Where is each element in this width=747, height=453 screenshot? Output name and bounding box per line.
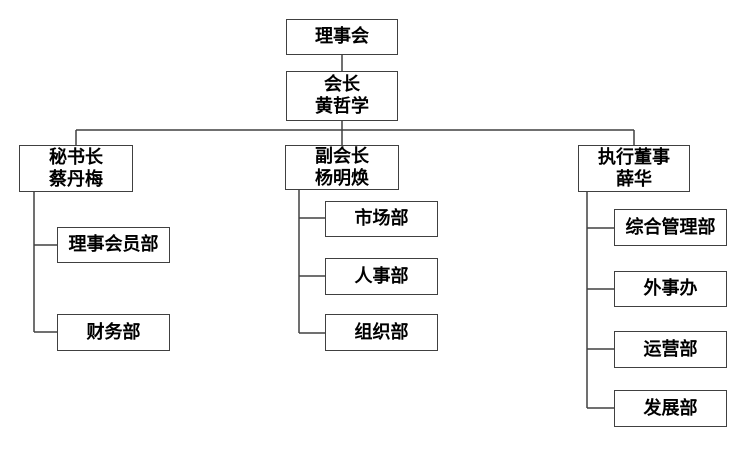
department-label: 外事办 [643, 278, 698, 299]
department-label: 发展部 [643, 397, 698, 419]
president-name: 黄哲学 [315, 96, 369, 117]
department-label: 财务部 [86, 321, 141, 343]
board-node: 理事会 [286, 19, 398, 55]
department-node: 财务部 [57, 314, 170, 351]
department-node: 市场部 [325, 201, 438, 237]
department-node: 运营部 [614, 331, 727, 368]
department-label: 综合管理部 [625, 216, 716, 238]
department-label: 人事部 [354, 265, 409, 287]
department-label: 组织部 [354, 321, 409, 343]
executive-director-title: 执行董事 [598, 146, 670, 168]
executive-director-name: 薛华 [616, 168, 652, 190]
secretary-general-name: 蔡丹梅 [49, 168, 103, 190]
secretary-general-node: 秘书长 蔡丹梅 [19, 145, 133, 192]
president-title: 会长 [324, 74, 360, 95]
department-node: 理事会员部 [57, 227, 170, 263]
secretary-general-title: 秘书长 [49, 146, 103, 168]
vice-president-name: 杨明焕 [315, 167, 369, 189]
department-node: 人事部 [325, 258, 438, 295]
department-label: 运营部 [643, 338, 698, 360]
department-label: 理事会员部 [68, 234, 159, 255]
vice-president-title: 副会长 [315, 145, 369, 167]
department-node: 组织部 [325, 314, 438, 351]
board-label: 理事会 [315, 26, 369, 47]
department-label: 市场部 [354, 208, 409, 229]
vice-president-node: 副会长 杨明焕 [285, 145, 399, 190]
department-node: 发展部 [614, 390, 727, 427]
department-node: 综合管理部 [614, 209, 727, 246]
president-node: 会长 黄哲学 [286, 71, 398, 121]
executive-director-node: 执行董事 薛华 [578, 145, 690, 192]
department-node: 外事办 [614, 271, 727, 307]
